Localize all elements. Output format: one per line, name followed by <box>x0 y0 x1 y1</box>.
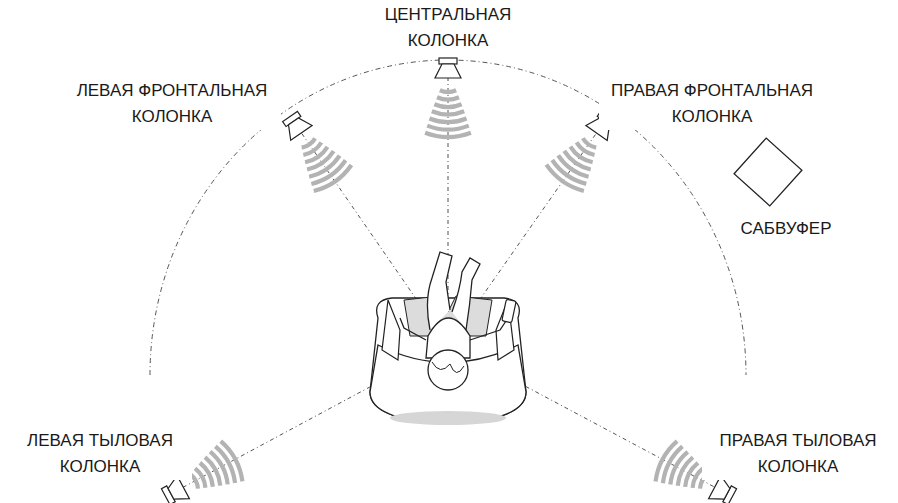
sound-wave <box>429 118 466 122</box>
speaker-label: ЛЕВАЯ ТЫЛОВАЯ КОЛОНКА <box>9 428 192 480</box>
sound-wave <box>434 104 461 107</box>
guide-lines <box>178 72 720 490</box>
speaker-label: ЛЕВАЯ ФРОНТАЛЬНАЯ КОЛОНКА <box>64 78 281 130</box>
sound-wave <box>425 133 471 137</box>
sound-wave <box>303 143 321 155</box>
sound-wave <box>583 138 596 147</box>
sound-wave <box>656 441 678 481</box>
speaker-symbol <box>435 58 461 78</box>
speaker-label: ЦЕНТРАЛЬНАЯ КОЛОНКА <box>364 2 533 54</box>
sound-wave <box>577 142 595 155</box>
sound-wave <box>195 468 205 487</box>
speaker-label: САБВУФЕР <box>738 216 833 242</box>
sound-wave <box>546 165 584 191</box>
sound-wave <box>311 160 345 184</box>
sound-wave <box>432 111 464 114</box>
sound-wave <box>314 165 352 191</box>
armchair-with-listener <box>370 252 526 425</box>
sound-waves <box>190 90 707 488</box>
sound-wave <box>552 160 586 184</box>
sound-wave <box>302 138 315 147</box>
sound-wave <box>427 126 469 130</box>
speaker-symbol <box>279 109 312 140</box>
sound-wave <box>437 97 459 99</box>
subwoofer-diamond <box>734 138 802 206</box>
speaker-label: ПРАВАЯ ТЫЛОВАЯ КОЛОНКА <box>702 428 894 480</box>
sound-wave <box>440 90 456 92</box>
speaker-label: ПРАВАЯ ФРОНТАЛЬНАЯ КОЛОНКА <box>599 78 825 130</box>
sound-wave <box>221 441 243 481</box>
